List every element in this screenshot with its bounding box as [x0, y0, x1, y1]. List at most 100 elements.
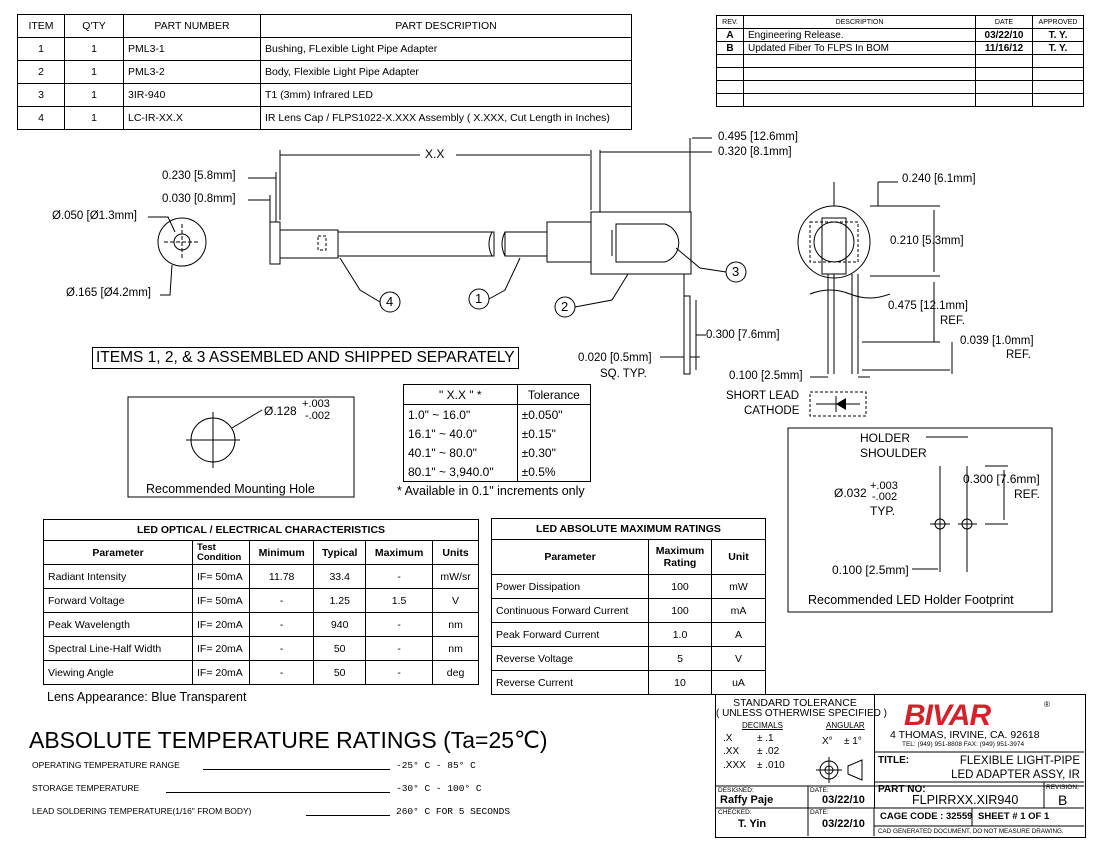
revision-cell — [1032, 93, 1084, 107]
bom-cell: PML3-2 — [123, 60, 261, 84]
tb-date-label: DATE: — [810, 787, 829, 794]
max-rating-cell: A — [711, 622, 766, 647]
tol-body: 1.0" ~ 16.0"±0.050"16.1" ~ 40.0"±0.15"40… — [403, 404, 591, 482]
dim-0030: 0.030 [0.8mm] — [162, 193, 236, 205]
tb-part-no: FLPIRRXX.XIR940 — [912, 793, 1019, 807]
tolerance-row: 40.1" ~ 80.0"±0.30" — [403, 443, 591, 462]
optical-header-row: Parameter Test Condition Minimum Typical… — [43, 540, 479, 565]
mount-hole-dia: Ø.128 — [264, 404, 297, 418]
optical-cell: 1.25 — [313, 588, 367, 613]
max-rating-cell: 1.0 — [648, 622, 712, 647]
bom-cell: IR Lens Cap / FLPS1022-X.XXX Assembly ( … — [260, 106, 632, 130]
temp-title: ABSOLUTE TEMPERATURE RATINGS (Ta=25℃) — [29, 727, 548, 753]
footprint-tol-minus: -.002 — [872, 491, 898, 503]
dim-165: Ø.165 [Ø4.2mm] — [66, 287, 152, 299]
tb-revision-label: REVISION: — [1046, 784, 1079, 791]
tol-note: * Available in 0.1" increments only — [397, 484, 585, 498]
dim-0039-ref: REF. — [1006, 349, 1031, 361]
tb-decimals: DECIMALS — [742, 721, 783, 730]
balloon-2: 2 — [561, 299, 569, 314]
tb-designed: Raffy Paje — [720, 794, 774, 806]
dim-0300-side: 0.300 [7.6mm] — [706, 329, 780, 341]
bom-cell: 3 — [17, 83, 65, 107]
optical-cell: - — [248, 588, 315, 613]
bom-header-row: ITEM Q'TY PART NUMBER PART DESCRIPTION — [17, 14, 632, 38]
max-rating-cell: Power Dissipation — [491, 574, 649, 599]
tb-xx: .XX — [723, 746, 740, 757]
optical-cell: Radiant Intensity — [43, 564, 193, 589]
dim-0240: 0.240 [6.1mm] — [902, 173, 976, 185]
tb-checked: T. Yin — [738, 818, 767, 830]
footprint-caption: Recommended LED Holder Footprint — [808, 593, 1014, 607]
dim-xx: X.X — [425, 147, 445, 161]
revision-row — [716, 80, 1084, 94]
mount-hole-tol-minus: -.002 — [305, 410, 331, 422]
short-lead-label: SHORT LEAD — [726, 390, 800, 402]
tb-title-label: TITLE: — [878, 755, 910, 766]
optical-h-max: Maximum — [365, 540, 434, 565]
optical-h-parameter: Parameter — [43, 540, 193, 565]
tb-address: 4 THOMAS, IRVINE, CA. 92618 — [890, 729, 1040, 741]
tb-x: .X — [723, 733, 733, 744]
tolerance-cell: ±0.5% — [521, 464, 556, 479]
max-rating-cell: Peak Forward Current — [491, 622, 649, 647]
temp-row-leader — [203, 769, 390, 770]
max-rating-cell: Continuous Forward Current — [491, 598, 649, 623]
footprint-shoulder: SHOULDER — [860, 446, 927, 460]
footprint-ref: REF. — [1014, 487, 1041, 501]
dim-050: Ø.050 [Ø1.3mm] — [52, 210, 138, 222]
temp-row-label: STORAGE TEMPERATURE — [32, 783, 140, 793]
optical-cell: 33.4 — [313, 564, 367, 589]
bom-cell: LC-IR-XX.X — [123, 106, 261, 130]
bom-header-item: ITEM — [17, 14, 65, 38]
optical-cell: 50 — [313, 660, 367, 685]
footprint-dim-0100: 0.100 [2.5mm] — [832, 563, 909, 577]
optical-cell: Viewing Angle — [43, 660, 193, 685]
optical-cell: - — [365, 612, 434, 637]
temp-row-label: OPERATING TEMPERATURE RANGE — [32, 760, 180, 770]
dim-0020: 0.020 [0.5mm] — [578, 352, 652, 364]
dim-0475: 0.475 [12.1mm] — [888, 300, 968, 312]
temp-row-value: -25° C - 85° C — [396, 760, 476, 771]
bom-cell: PML3-1 — [123, 37, 261, 61]
mount-hole-tol-plus: +.003 — [302, 398, 330, 410]
footprint-dim-0300: 0.300 [7.6mm] — [963, 472, 1040, 486]
temp-row-value: -30° C - 100° C — [396, 783, 482, 794]
tb-xxx: .XXX — [723, 760, 746, 771]
tb-checked-date-label: DATE: — [810, 809, 829, 816]
tb-designed-label: DESIGNED: — [718, 787, 754, 794]
tb-xx-tol: ± .02 — [757, 746, 780, 757]
tb-checked-date: 03/22/10 — [822, 818, 865, 830]
tb-part-label: PART NO: — [878, 784, 926, 795]
tol-header-length: " X.X " * — [403, 384, 518, 405]
tb-ang-tol: ± 1° — [844, 736, 862, 747]
optical-characteristics-table: LED OPTICAL / ELECTRICAL CHARACTERISTICS… — [43, 519, 479, 685]
sq-typ: SQ. TYP. — [600, 368, 647, 380]
optical-cell: Peak Wavelength — [43, 612, 193, 637]
optical-h-min: Minimum — [248, 540, 315, 565]
tb-std-tol: STANDARD TOLERANCE — [733, 697, 857, 709]
assembled-note: ITEMS 1, 2, & 3 ASSEMBLED AND SHIPPED SE… — [92, 347, 519, 369]
lens-appearance: Lens Appearance: Blue Transparent — [47, 690, 247, 704]
temp-row-value: 260° C FOR 5 SECONDS — [396, 806, 511, 817]
optical-cell: IF= 20mA — [192, 636, 250, 661]
dim-0475-ref: REF. — [940, 315, 965, 327]
tolerance-row: 16.1" ~ 40.0"±0.15" — [403, 424, 591, 443]
footprint-holder: HOLDER — [860, 431, 911, 445]
temp-row-label: LEAD SOLDERING TEMPERATURE(1/16" FROM BO… — [32, 806, 252, 816]
mount-hole-caption: Recommended Mounting Hole — [146, 482, 315, 496]
max-h-rating: Maximum Rating — [648, 539, 712, 575]
max-rating-cell: Reverse Current — [491, 670, 649, 695]
tol-header-tolerance: Tolerance — [527, 387, 580, 402]
tolerance-cell: 80.1" ~ 3,940.0" — [403, 462, 518, 482]
